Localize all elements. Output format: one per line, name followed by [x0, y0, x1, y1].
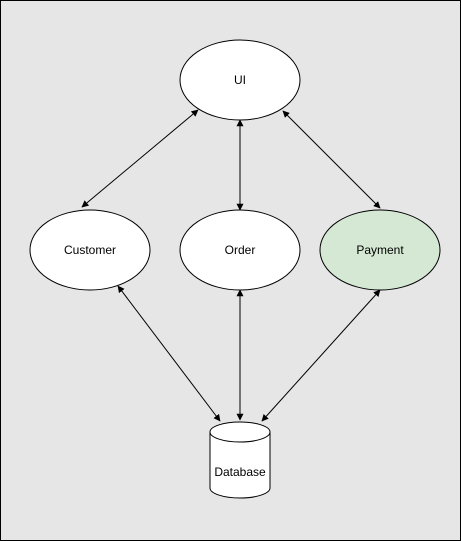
node-order-shape [179, 209, 301, 291]
node-payment-shape [319, 209, 441, 291]
edge-payment-database[interactable] [261, 289, 381, 422]
edges-group [81, 109, 381, 422]
node-payment-label: Payment [356, 243, 404, 257]
edge-ui-customer[interactable] [81, 109, 199, 208]
node-database-shape [209, 432, 271, 499]
node-customer[interactable]: Customer [29, 209, 151, 291]
node-ui-shape [179, 39, 301, 121]
node-order[interactable]: Order [179, 209, 301, 291]
node-database-label: Database [214, 465, 266, 479]
node-order-label: Order [225, 243, 256, 257]
edge-ui-payment[interactable] [282, 110, 381, 209]
node-ui[interactable]: UI [179, 39, 301, 121]
node-database[interactable]: Database [209, 421, 271, 499]
node-customer-shape [29, 209, 151, 291]
edge-customer-database[interactable] [117, 285, 221, 422]
node-customer-label: Customer [64, 243, 116, 257]
node-database-top [209, 421, 271, 443]
node-ui-label: UI [234, 73, 246, 87]
node-payment[interactable]: Payment [319, 209, 441, 291]
